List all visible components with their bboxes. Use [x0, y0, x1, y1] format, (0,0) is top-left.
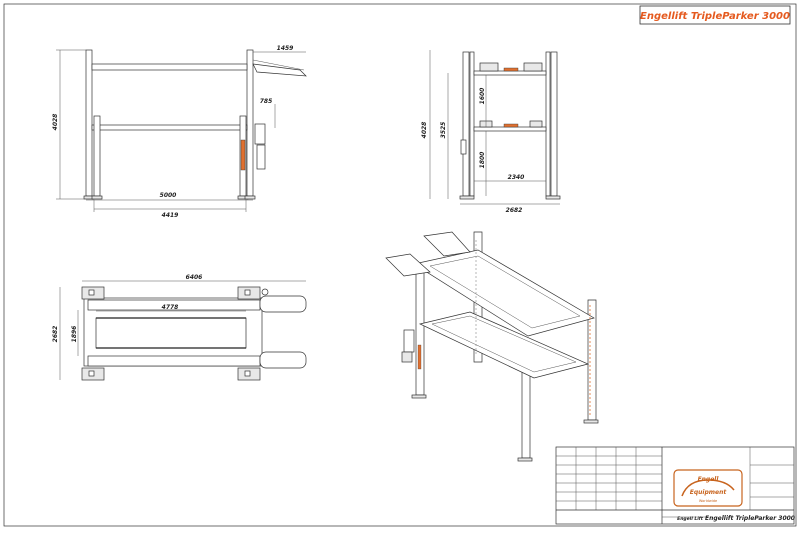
front-view: 4028 1459 785 5000 4419: [52, 45, 307, 219]
front-length-dim: 5000: [160, 192, 177, 199]
top-length-dim: 6406: [186, 274, 203, 281]
top-width-dim: 2682: [52, 326, 59, 343]
drawing-title: Engellift TripleParker 3000: [705, 515, 795, 522]
side-lower-gap-dim: 1800: [479, 152, 486, 169]
header-title: Engellift TripleParker 3000: [640, 11, 790, 22]
title-block: Engell Equipment Worldwide Engell Lift E…: [555, 446, 795, 525]
logo-line2: Equipment: [690, 489, 728, 496]
footer-brand: Engell Lift: [677, 516, 704, 522]
isometric-view: [385, 231, 599, 462]
top-inner-width-dim: 1896: [71, 326, 78, 343]
side-inner-width-dim: 2340: [508, 174, 525, 181]
side-view: 4028 3525 1600 1800 2340 2682: [421, 50, 561, 214]
front-height-dim: 4028: [52, 114, 59, 131]
side-overall-width-dim: 2682: [506, 207, 523, 214]
logo-line1: Engell: [698, 476, 720, 483]
front-gap-dim: 785: [260, 98, 273, 105]
sheet-border: [3, 3, 797, 527]
side-height-dim: 4028: [421, 122, 428, 139]
front-spacing-dim: 4419: [162, 212, 179, 219]
side-upper-dim: 3525: [440, 122, 447, 139]
header-title-box: Engellift TripleParker 3000: [639, 5, 791, 25]
front-ramp-dim: 1459: [277, 45, 294, 52]
side-upper-gap-dim: 1600: [479, 88, 486, 105]
engell-logo: [673, 469, 743, 507]
top-inner-length-dim: 4778: [162, 304, 179, 311]
top-view: 6406 4778 2682 1896: [52, 274, 307, 381]
logo-line3: Worldwide: [699, 499, 717, 503]
